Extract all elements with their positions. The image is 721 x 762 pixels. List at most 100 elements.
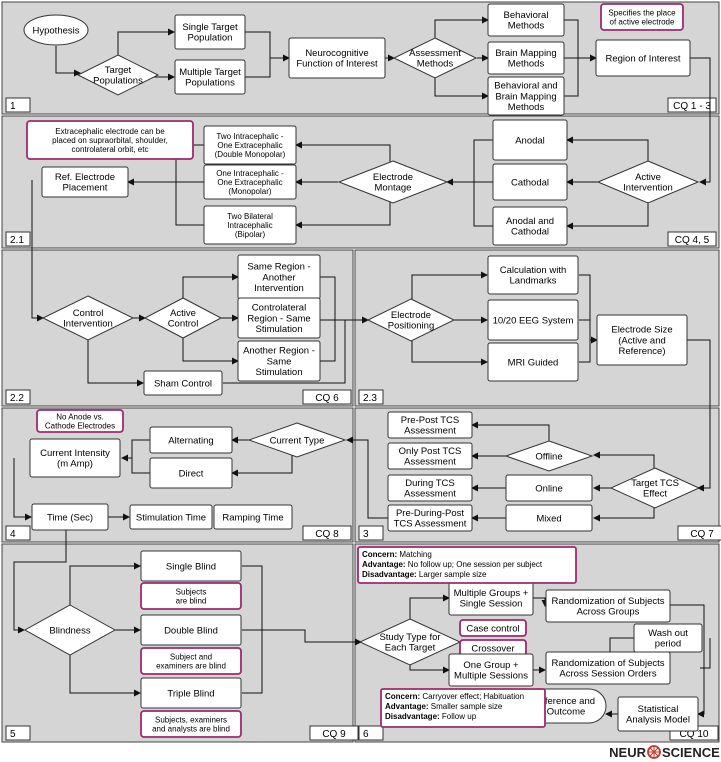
crossover-note-label: Crossover: [471, 643, 514, 654]
mri-box-label: MRI Guided: [508, 357, 559, 368]
connectors: [13, 16, 711, 718]
one-intra-box-line: One Extracephalic: [217, 178, 282, 187]
logo-right: SCIENCE: [662, 745, 720, 760]
during-box-line: Assessment: [404, 489, 456, 500]
multiple-groups-box-label: Multiple Groups +Single Session: [454, 588, 529, 610]
no-anode-note-line: Cathode Electrodes: [45, 421, 115, 430]
one-intra-box-line: (Monopolar): [228, 187, 271, 196]
ramping-time-box-line: Ramping Time: [222, 512, 283, 523]
case-control-note: Case control: [459, 619, 527, 637]
inference-outcome-box-line: Inference and: [537, 696, 595, 707]
contralateral-box-line: Stimulation: [256, 324, 303, 335]
online-box-line: Online: [535, 483, 562, 494]
concern-matching-note-row: Disadvantage: Larger sample size: [362, 570, 487, 579]
electrode-size-box-line: Electrode Size: [611, 325, 672, 336]
cathodal-box: Cathodal: [492, 163, 568, 201]
sham-control-box-line: Sham Control: [154, 378, 212, 389]
behavioral-box-line: Behavioral: [504, 10, 549, 21]
concern-matching-note-value: Larger sample size: [417, 570, 487, 579]
target-populations-diamond-shape: [76, 54, 160, 96]
mixed-box-shape: [505, 504, 593, 532]
one-group-box-line: One Group +: [463, 660, 519, 671]
extracephalic-note-line: controlateral orbit, etc: [72, 145, 149, 154]
landmarks-box-shape: [487, 255, 579, 295]
no-anode-note: No Anode vs.Cathode Electrodes: [36, 409, 124, 433]
anodal-box: Anodal: [492, 119, 568, 161]
panel-number: 5: [5, 725, 31, 741]
mixed-box-label: Mixed: [536, 513, 561, 524]
concern-carryover-note-border: [380, 688, 546, 728]
brain-mapping-box-line: Brain Mapping: [495, 48, 556, 59]
cq-label-text: CQ 9: [322, 729, 346, 740]
randomization-orders-box-line: Across Session Orders: [559, 669, 656, 680]
alternating-box-shape: [149, 426, 233, 454]
behavioral-box-shape: [487, 3, 565, 37]
roi-box-label: Region of Interest: [606, 53, 681, 64]
triple-blind-box-label: Triple Blind: [167, 688, 214, 699]
hypothesis-oval: Hypothesis: [23, 14, 89, 46]
offline-diamond-line: Offline: [535, 451, 562, 462]
anodal-cathodal-box-shape: [492, 206, 568, 246]
electrode-montage-diamond-line: Electrode: [373, 172, 413, 183]
double-blind-box-label: Double Blind: [164, 625, 218, 636]
concern-matching-note-key: Advantage:: [362, 560, 406, 569]
another-region-box-line: Another Region -: [243, 346, 315, 357]
online-box: Online: [505, 474, 593, 502]
landmarks-box-line: Calculation with: [500, 265, 567, 276]
roi-box-shape: [595, 39, 691, 77]
concern-carryover-note-value: Smaller sample size: [429, 702, 503, 711]
pre-during-post-box-line: Pre-During-Post: [396, 508, 464, 519]
panel-number: 6: [358, 725, 384, 741]
current-type-diamond-shape: [247, 422, 347, 458]
blindness-diamond-line: Blindness: [49, 625, 90, 636]
concern-carryover-note: Concern: Carryover effect; HabituationAd…: [380, 688, 546, 728]
study-type-diamond-line: Study Type for: [379, 632, 440, 643]
panel-number-label: 1: [10, 101, 16, 112]
anodal-cathodal-box-line: Cathodal: [511, 227, 549, 238]
roi-box: Region of Interest: [595, 39, 691, 77]
multiple-groups-box-line: Single Session: [460, 599, 523, 610]
one-group-box: One Group +Multiple Sessions: [448, 653, 534, 687]
two-intra-box: Two Intracephalic -One Extracephalic(Dou…: [203, 125, 297, 165]
pre-post-box-shape: [387, 411, 473, 439]
during-box-shape: [387, 474, 473, 502]
extracephalic-note-line: Extracephalic electrode can be: [55, 127, 165, 136]
roi-note-shape: [600, 3, 684, 31]
contralateral-box-shape: [237, 297, 321, 339]
multiple-target-box-line: Populations: [185, 78, 235, 89]
control-intervention-diamond-shape: [41, 295, 135, 341]
brain-mapping-box-shape: [487, 41, 565, 75]
electrode-positioning-diamond-shape: [366, 298, 456, 342]
cq-label: CQ 8: [302, 525, 352, 541]
active-control-diamond-line: Control: [168, 319, 199, 330]
study-type-diamond-line: Each Target: [385, 643, 436, 654]
eeg-box-line: 10/20 EEG System: [493, 315, 574, 326]
single-blind-note-line: are blind: [176, 596, 207, 605]
single-blind-box-line: Single Blind: [166, 561, 216, 572]
mixed-box: Mixed: [505, 504, 593, 532]
triple-blind-note-line: and analysts are blind: [152, 724, 230, 733]
concern-carryover-note-key: Advantage:: [385, 702, 429, 711]
